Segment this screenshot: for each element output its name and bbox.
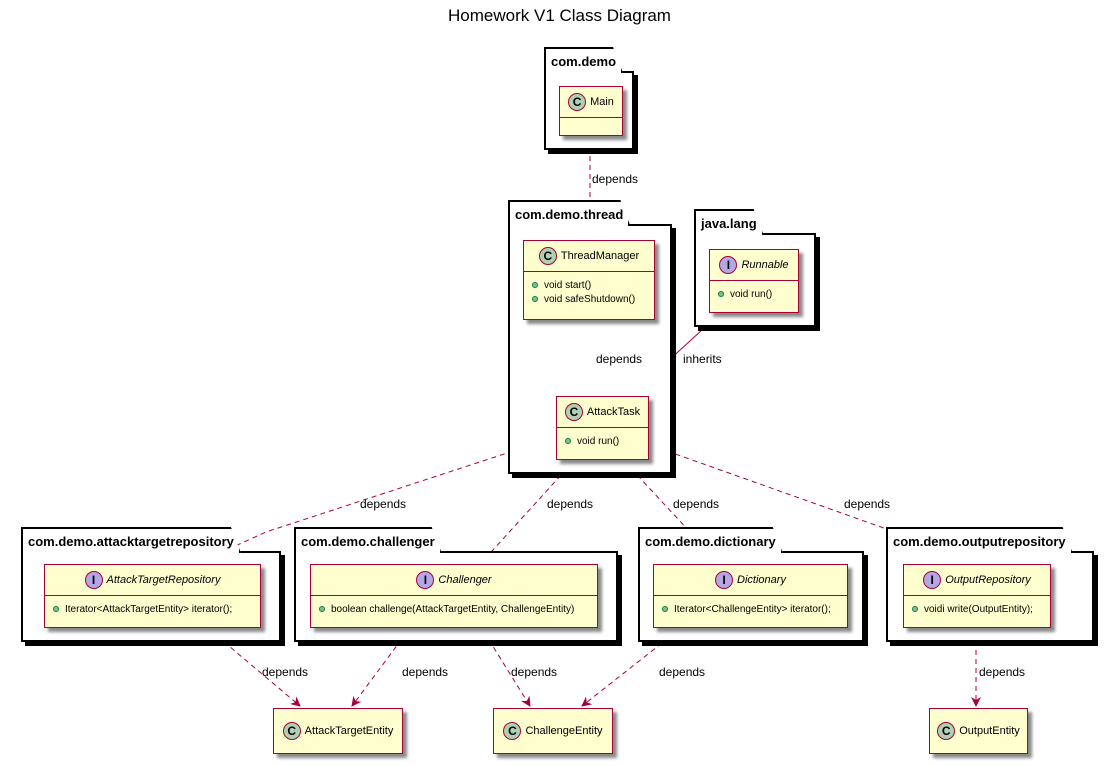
edge-challenger-attacktargetentity — [351, 631, 408, 707]
package-label: java.lang — [694, 209, 764, 235]
edge-label-depends: depends — [673, 497, 720, 511]
class-methods: void run() — [710, 281, 798, 307]
edge-dictionary-challengeentity — [581, 631, 677, 707]
class-header: I Runnable — [710, 250, 798, 281]
class-attacktargetentity: C AttackTargetEntity — [273, 708, 403, 754]
edge-label-depends: depends — [511, 665, 558, 679]
public-dot-icon — [912, 606, 918, 612]
class-name: ChallengeEntity — [525, 725, 603, 737]
class-main: C Main — [559, 86, 623, 136]
class-name: Dictionary — [737, 574, 786, 586]
class-header: I Dictionary — [654, 565, 847, 596]
class-header: C OutputEntity — [930, 709, 1027, 753]
class-outputentity: C OutputEntity — [929, 708, 1028, 754]
interface-icon: I — [416, 571, 435, 589]
class-header: C ChallengeEntity — [494, 709, 612, 753]
public-dot-icon — [319, 606, 325, 612]
class-name: AttackTargetRepository — [106, 574, 221, 586]
method: void start() — [532, 278, 648, 292]
class-header: C ThreadManager — [524, 241, 654, 272]
package-label: com.demo.dictionary — [638, 527, 783, 553]
edge-label-depends: depends — [262, 665, 309, 679]
method: void run() — [718, 287, 792, 301]
method: void run() — [565, 434, 642, 448]
package-label: com.demo.attacktargetrepository — [21, 527, 241, 553]
class-header: I Challenger — [311, 565, 597, 596]
package-label: com.demo.outputrepository — [886, 527, 1073, 553]
class-icon: C — [538, 247, 557, 265]
interface-icon: I — [715, 571, 734, 589]
edge-label-depends: depends — [596, 352, 643, 366]
class-name: ThreadManager — [560, 250, 640, 262]
package-label: com.demo.challenger — [294, 527, 442, 553]
edge-attacktargetrepository-attacktargetentity — [209, 629, 301, 707]
public-dot-icon — [662, 606, 668, 612]
class-name: OutputRepository — [945, 574, 1031, 586]
class-methods: void start() void safeShutdown() — [524, 272, 654, 312]
interface-icon: I — [923, 571, 942, 589]
interface-runnable: I Runnable void run() — [709, 249, 799, 313]
class-header: I OutputRepository — [904, 565, 1050, 596]
class-header: C Main — [560, 87, 622, 118]
edge-label-depends: depends — [592, 172, 639, 186]
public-dot-icon — [718, 291, 724, 297]
method: boolean challenge(AttackTargetEntity, Ch… — [319, 602, 591, 616]
edge-label-depends: depends — [979, 665, 1026, 679]
class-header: C AttackTask — [557, 397, 648, 428]
class-attacktask: C AttackTask void run() — [556, 396, 649, 460]
public-dot-icon — [53, 606, 59, 612]
edge-attacktask-challenger — [481, 461, 574, 563]
diagram-title: Homework V1 Class Diagram — [448, 6, 671, 25]
edge-label-depends: depends — [402, 665, 449, 679]
class-header: I AttackTargetRepository — [45, 565, 260, 596]
interface-icon: I — [84, 571, 103, 589]
class-methods: Iterator<ChallengeEntity> iterator(); — [654, 596, 847, 622]
method: Iterator<ChallengeEntity> iterator(); — [662, 602, 841, 616]
edge-label-depends: depends — [547, 497, 594, 511]
class-name: AttackTargetEntity — [304, 725, 394, 737]
class-header: C AttackTargetEntity — [274, 709, 402, 753]
class-threadmanager: C ThreadManager void start() void safeSh… — [523, 240, 655, 320]
interface-attacktargetrepository: I AttackTargetRepository Iterator<Attack… — [44, 564, 261, 628]
class-methods: boolean challenge(AttackTargetEntity, Ch… — [311, 596, 597, 622]
interface-challenger: I Challenger boolean challenge(AttackTar… — [310, 564, 598, 628]
edge-label-depends: depends — [360, 497, 407, 511]
edge-label-depends: depends — [659, 665, 706, 679]
public-dot-icon — [532, 282, 538, 288]
edge-attacktask-dictionary — [624, 461, 719, 563]
interface-outputrepository: I OutputRepository voidi write(OutputEnt… — [903, 564, 1051, 628]
package-label: com.demo.thread — [508, 200, 630, 226]
package-label: com.demo — [544, 47, 623, 73]
edge-challenger-challengeentity — [483, 631, 531, 707]
method: void safeShutdown() — [532, 292, 648, 306]
class-name: Challenger — [438, 574, 492, 586]
method: Iterator<AttackTargetEntity> iterator(); — [53, 602, 254, 616]
class-name: Main — [590, 96, 614, 108]
public-dot-icon — [532, 296, 538, 302]
class-icon: C — [282, 722, 301, 740]
class-challengeentity: C ChallengeEntity — [493, 708, 613, 754]
edge-label-inherits: inherits — [683, 352, 722, 366]
class-name: AttackTask — [586, 406, 641, 418]
edge-label-depends: depends — [844, 497, 891, 511]
class-icon: C — [568, 93, 587, 111]
class-name: Runnable — [741, 259, 789, 271]
class-methods: voidi write(OutputEntity); — [904, 596, 1050, 622]
class-icon: C — [937, 722, 956, 740]
class-icon: C — [564, 403, 583, 421]
class-icon: C — [503, 722, 522, 740]
class-methods: void run() — [557, 428, 648, 454]
class-name: OutputEntity — [959, 725, 1020, 737]
method: voidi write(OutputEntity); — [912, 602, 1044, 616]
public-dot-icon — [565, 438, 571, 444]
interface-dictionary: I Dictionary Iterator<ChallengeEntity> i… — [653, 564, 848, 628]
interface-icon: I — [719, 256, 738, 274]
class-methods: Iterator<AttackTargetEntity> iterator(); — [45, 596, 260, 622]
